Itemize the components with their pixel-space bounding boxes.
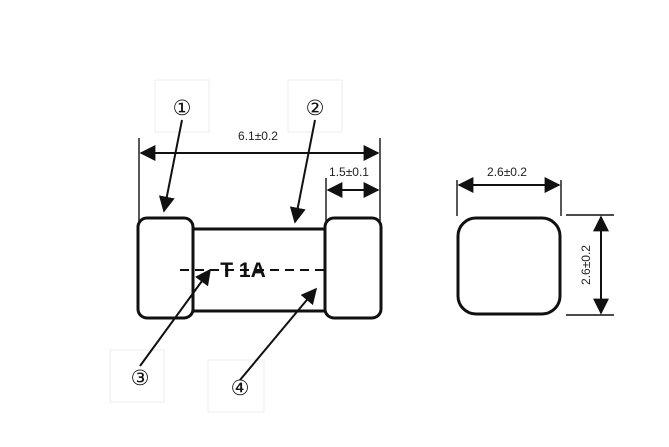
callout-box-4 <box>207 359 265 413</box>
leader-line-4 <box>239 287 318 381</box>
leader-line-1 <box>158 119 183 213</box>
callout-label-3: ③ <box>131 366 150 390</box>
callout-label-1: ① <box>173 96 192 120</box>
overall-length-label: 6.1±0.2 <box>238 129 278 143</box>
leader-line-3 <box>139 268 211 367</box>
end-width-label: 2.6±0.2 <box>487 165 527 179</box>
fuse-marking: T 1A <box>220 259 266 282</box>
fuse-end-cap-right <box>323 216 383 320</box>
leader-line-2 <box>289 119 316 224</box>
fuse-end-cap-left <box>136 216 195 320</box>
callout-label-2: ② <box>306 96 325 120</box>
cap-length-label: 1.5±0.1 <box>329 165 369 179</box>
callout-box-3 <box>109 349 165 403</box>
callout-label-4: ④ <box>231 376 250 400</box>
fuse-end-view <box>456 216 562 316</box>
end-height-label: 2.6±0.2 <box>579 245 593 285</box>
